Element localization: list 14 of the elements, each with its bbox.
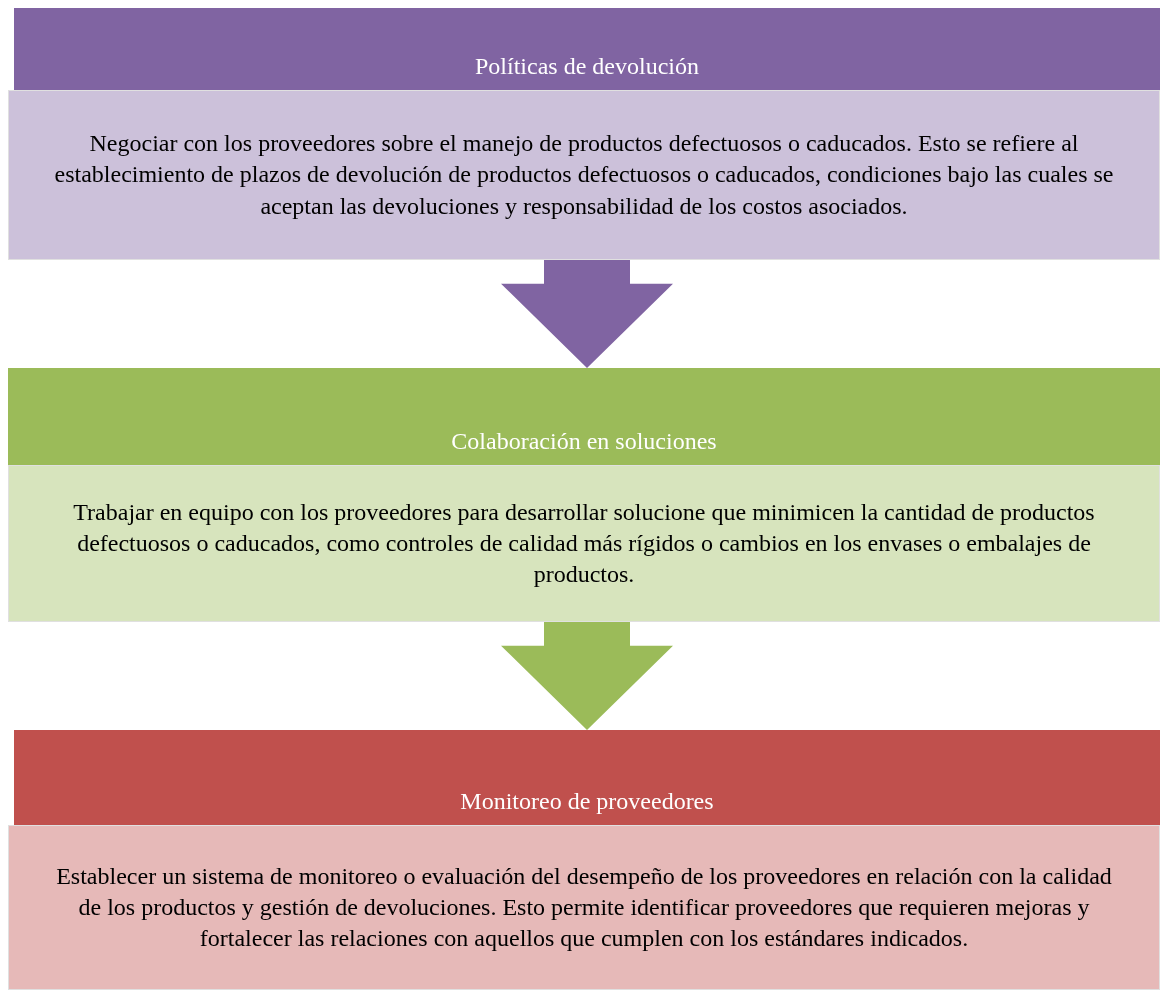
description: Trabajar en equipo con los proveedores para desarrollar solucione que minimicen la cantidad de productos defectuosos o caducados, como controles de calidad más rígidos o cambios en los envases o embalajes de productos. — [72, 497, 1096, 590]
header-band — [8, 368, 1160, 465]
heading: Colaboración en soluciones — [451, 428, 717, 455]
text-box — [8, 825, 1160, 990]
description: Negociar con los proveedores sobre el manejo de productos defectuosos o caducados. Esto se refiere al establecimiento de plazos de devolución de productos defectuosos o caducados, condiciones bajo las cuales se aceptan las devoluciones y responsabilidad de los costos asociados. — [53, 129, 1115, 221]
heading: Monitoreo de proveedores — [460, 788, 714, 815]
text-box — [8, 465, 1160, 622]
block-arrow — [501, 260, 673, 368]
text-box — [8, 90, 1160, 260]
block-arrow — [501, 622, 673, 730]
description: Establecer un sistema de monitoreo o evaluación del desempeño de los proveedores en relación con la calidad de los productos y gestión de devoluciones. Esto permite identificar proveedores que requieren mejoras y fortalecer las relaciones con aquellos que cumplen con los estándares indicados. — [55, 861, 1113, 954]
header-band — [14, 8, 1160, 90]
header-band — [14, 730, 1160, 825]
heading: Políticas de devolución — [475, 53, 699, 80]
